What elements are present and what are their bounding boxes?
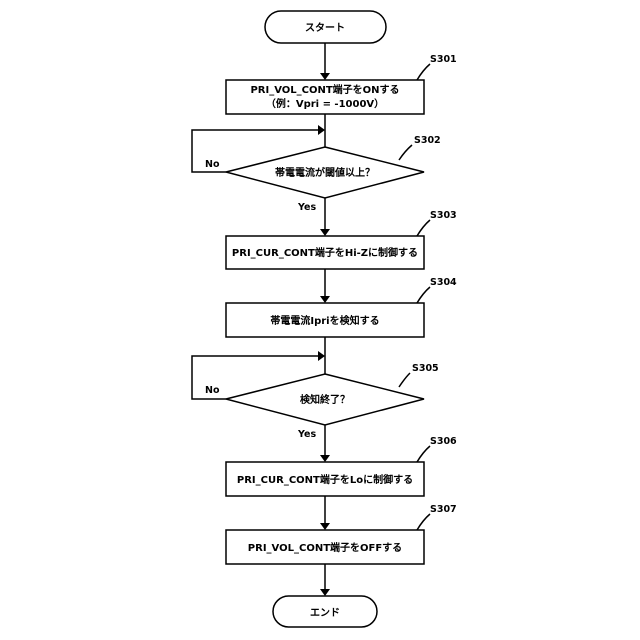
start-terminal-label: スタート: [305, 22, 345, 34]
yes-label-s302: Yes: [297, 202, 316, 213]
s302-text: 帯電電流が閾値以上？: [275, 166, 375, 179]
step-leader-s301: [417, 64, 430, 80]
end-terminal-label: エンド: [310, 607, 340, 619]
arrowhead-s303: [320, 229, 330, 236]
arrowhead-no-loop-s305: [318, 351, 325, 361]
step-tag-s304: S304: [430, 277, 457, 288]
step-leader-s307: [417, 514, 430, 530]
step-tag-s302: S302: [414, 135, 441, 146]
arrowhead-s307: [320, 523, 330, 530]
step-tag-s303: S303: [430, 210, 457, 221]
s307-text: PRI_VOL_CONT端子をOFFする: [248, 541, 402, 554]
s301-line1: PRI_VOL_CONT端子をONする: [250, 83, 399, 96]
yes-label-s305: Yes: [297, 429, 316, 440]
s301-line2: （例：Vpri = -1000V）: [266, 97, 384, 110]
arrowhead-s306: [320, 455, 330, 462]
arrowhead-s301: [320, 73, 330, 80]
step-leader-s302: [399, 145, 412, 160]
s303-text: PRI_CUR_CONT端子をHi-Zに制御する: [232, 246, 418, 259]
step-tag-s301: S301: [430, 54, 457, 65]
s305-text: 検知終了？: [300, 393, 350, 406]
arrowhead-end: [320, 589, 330, 596]
step-tag-s307: S307: [430, 504, 457, 515]
arrowhead-no-loop-s302: [318, 125, 325, 135]
s304-text: 帯電電流Ipriを検知する: [270, 314, 379, 327]
step-tag-s306: S306: [430, 436, 457, 447]
step-leader-s305: [399, 373, 410, 387]
no-label-s305: No: [205, 385, 220, 396]
s306-text: PRI_CUR_CONT端子をLoに制御する: [237, 473, 413, 486]
step-leader-s304: [417, 287, 430, 303]
step-leader-s306: [417, 446, 430, 462]
step-leader-s303: [417, 220, 430, 236]
no-label-s302: No: [205, 159, 220, 170]
step-tag-s305: S305: [412, 363, 439, 374]
arrowhead-s304: [320, 296, 330, 303]
